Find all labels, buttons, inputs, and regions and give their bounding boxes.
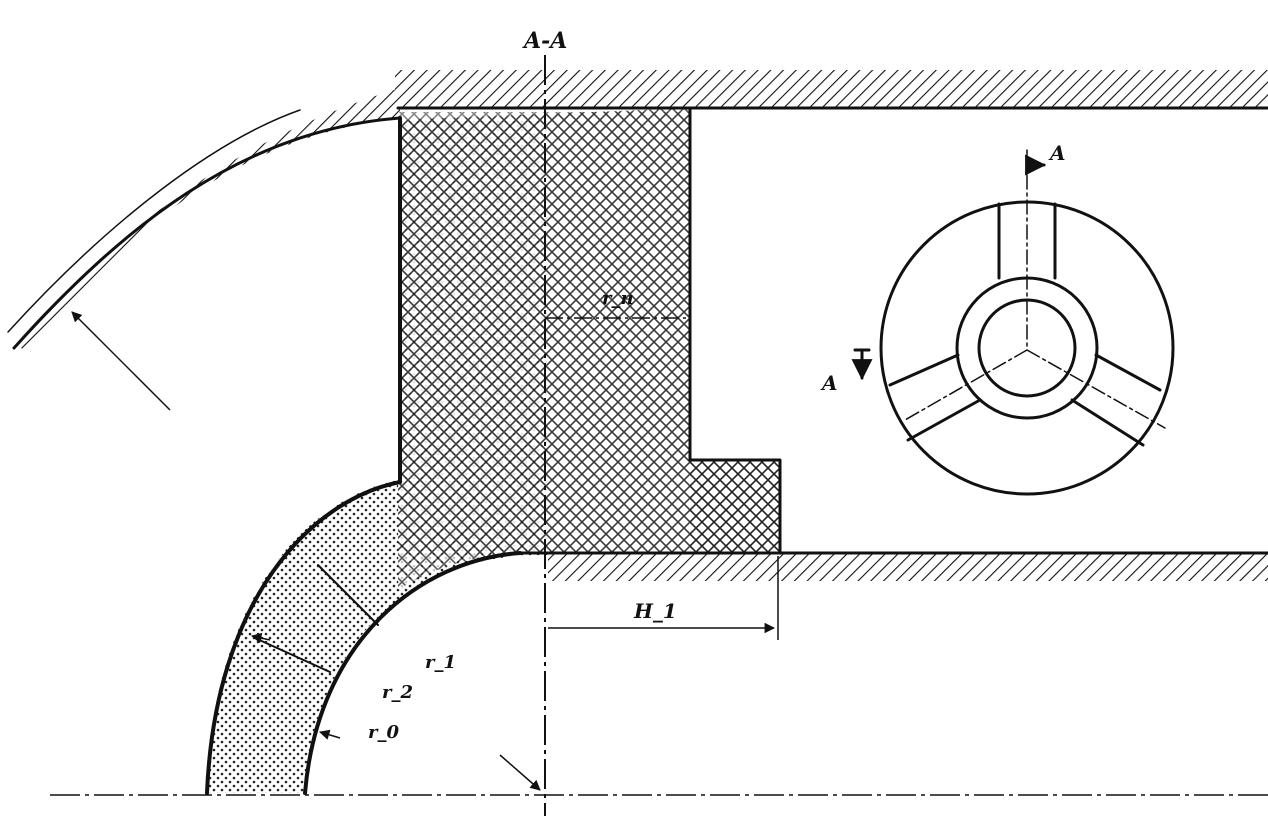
r1-label: r_1 (425, 652, 456, 673)
ground-hatching (14, 70, 1268, 581)
section-view (855, 150, 1175, 496)
section-marker-left-label: A (820, 371, 838, 395)
r2-label: r_2 (382, 682, 413, 703)
h1-label: H_1 (633, 599, 677, 623)
axis-lines (50, 55, 1268, 816)
section-title-label: A-A (522, 28, 567, 54)
r-h-label: r_н (602, 288, 634, 309)
mesh-body (398, 108, 780, 590)
section-marker-top-label: A (1048, 141, 1066, 165)
r0-label: r_0 (368, 722, 399, 743)
outlines (7, 106, 1268, 795)
dimension-lines (71, 311, 779, 791)
labels: A-A r_н H_1 r_1 r_2 r_0 A A (368, 28, 1066, 743)
